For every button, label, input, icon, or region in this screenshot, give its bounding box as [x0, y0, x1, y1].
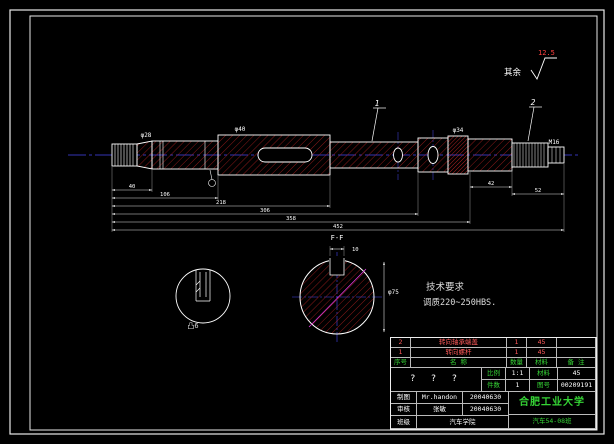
- part-name: 转向螺杆: [411, 348, 507, 358]
- parts-list-header: 序号 名 称 数量 材料 备 注: [391, 358, 596, 368]
- material-label: 材料: [530, 368, 558, 380]
- signature-band: 制图 Mr.handon 20040630 审核 张敏 20040630 班级 …: [391, 392, 596, 429]
- knurl-lines: [114, 144, 134, 166]
- checked-name: 张敏: [417, 404, 463, 416]
- dim-label: 306: [260, 208, 270, 214]
- qty-label: 件数: [482, 380, 506, 392]
- class-label: 班级: [391, 416, 417, 429]
- cross-hole-1: [393, 147, 403, 163]
- class-id: 汽车54-08班: [509, 415, 596, 429]
- checked-date: 20040630: [463, 404, 509, 416]
- part-no: 2: [391, 338, 411, 348]
- header-note: 备 注: [557, 358, 596, 368]
- part-no: 1: [391, 348, 411, 358]
- thread-label: M16: [549, 139, 560, 146]
- detail-view-small: [175, 268, 231, 324]
- detail-dia-label: φ75: [388, 289, 399, 296]
- header-no: 序号: [391, 358, 411, 368]
- drawing-no-label: 图号: [530, 380, 558, 392]
- section-diagonal: [308, 268, 367, 328]
- balloon-2: 2: [531, 98, 536, 107]
- surface-note-value: 12.5: [538, 49, 555, 57]
- dimension-lines: [111, 185, 565, 232]
- part-qty: 1: [507, 338, 527, 348]
- part-note: [557, 348, 596, 358]
- school-name: 合肥工业大学: [509, 392, 596, 415]
- drawing-no-value: 00209191: [558, 380, 596, 392]
- dia-label: φ28: [141, 132, 152, 139]
- dim-label: 42: [488, 181, 495, 187]
- keyway-dim-label: 10: [352, 247, 359, 253]
- dimension-labels: 40 106 218 306 358 452 42 52: [129, 181, 542, 230]
- part-material: 45: [527, 338, 557, 348]
- balloon-leaders: [371, 106, 542, 142]
- dim-label: 52: [535, 188, 542, 194]
- roughness-icon: [530, 57, 557, 80]
- scale-label: 比例: [482, 368, 506, 380]
- cross-hole-2: [427, 146, 439, 164]
- detail-view-large: [292, 246, 386, 342]
- section-label: F-F: [331, 234, 344, 242]
- part-material: 45: [527, 348, 557, 358]
- parts-list-row: 1 转向螺杆 1 45: [391, 348, 596, 358]
- dia-label: φ34: [453, 127, 464, 134]
- datum-symbol: [208, 179, 216, 187]
- surface-note-label: 其余: [504, 67, 522, 78]
- part-note: [557, 338, 596, 348]
- part-name: 转向轴承端盖: [411, 338, 507, 348]
- tech-req-body: 调质220~250HBS.: [423, 297, 496, 308]
- keyway-slot: [257, 147, 313, 163]
- header-qty: 数量: [507, 358, 527, 368]
- part-qty: 1: [507, 348, 527, 358]
- dim-label: 40: [129, 184, 136, 190]
- checked-label: 审核: [391, 404, 417, 416]
- drawn-date: 20040630: [463, 392, 509, 404]
- drawn-name: Mr.handon: [417, 392, 463, 404]
- spline-lines: [513, 143, 545, 167]
- drawing-title: ? ? ?: [391, 368, 482, 392]
- header-name: 名 称: [411, 358, 507, 368]
- detail-small-label: 凸6: [187, 322, 198, 330]
- balloon-1: 1: [375, 99, 380, 108]
- scale-value: 1:1: [506, 368, 530, 380]
- class-name: 汽车学院: [417, 416, 509, 429]
- thread-lines: [551, 147, 561, 163]
- drawn-label: 制图: [391, 392, 417, 404]
- material-value: 45: [558, 368, 596, 380]
- dia-label: φ40: [235, 126, 246, 133]
- dim-label: 452: [333, 224, 343, 230]
- title-info-band: ? ? ? 比例 1:1 件数 1 材料 45 图号 00209191: [391, 368, 596, 392]
- qty-value: 1: [506, 380, 530, 392]
- drawing-frame: [9, 9, 605, 435]
- parts-list-row: 2 转向轴承端盖 1 45: [391, 338, 596, 348]
- dim-label: 218: [216, 200, 226, 206]
- shaft-main-view: [111, 134, 565, 187]
- header-material: 材料: [527, 358, 557, 368]
- title-block: 2 转向轴承端盖 1 45 1 转向螺杆 1 45 序号 名 称 数量 材料 备…: [390, 337, 597, 430]
- tech-req-title: 技术要求: [426, 281, 465, 293]
- dim-label: 106: [160, 192, 170, 198]
- dim-label: 358: [286, 216, 296, 222]
